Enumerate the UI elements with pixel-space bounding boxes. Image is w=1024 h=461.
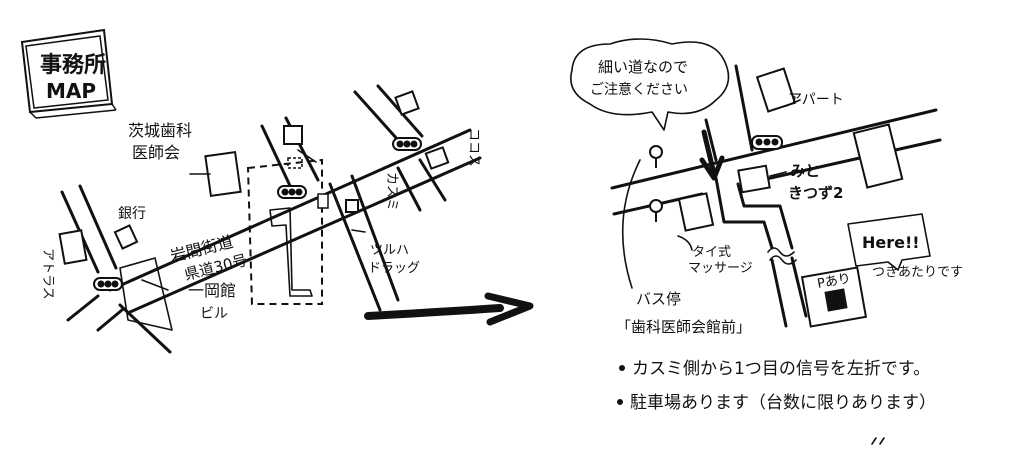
label-atoras: アトラス xyxy=(40,248,55,300)
traffic-light-icon xyxy=(93,277,123,291)
label-kasumi: カスミ xyxy=(384,172,399,211)
title-line1: 事務所 xyxy=(40,52,106,78)
left-map: 茨城歯科 医師会 銀行 アトラス 岩間街道 県道30号 一岡館 ビル カスミ コ… xyxy=(40,84,482,354)
label-bank: 銀行 xyxy=(118,206,146,222)
speech-line1: 細い道なので xyxy=(598,58,688,76)
label-parking: Pあり xyxy=(816,271,852,292)
label-ichiko-2: ビル xyxy=(200,306,228,322)
title-card: 事務所 MAP xyxy=(20,28,117,119)
traffic-light-icon xyxy=(277,185,307,199)
label-dead-end: つきあたりです xyxy=(872,265,963,280)
title-line2: MAP xyxy=(46,79,96,103)
bus-stop-icon xyxy=(649,145,663,168)
label-kitsune: きつず2 xyxy=(788,184,843,202)
right-map: 細い道なので ご注意ください xyxy=(570,38,963,336)
label-mito: みと xyxy=(790,162,820,180)
speech-line2: ご注意ください xyxy=(590,81,688,98)
label-bus-stop: バス停 xyxy=(636,290,681,308)
bullet-icon xyxy=(619,365,625,371)
down-arrow-icon xyxy=(699,129,725,181)
traffic-light-icon xyxy=(751,135,783,150)
label-dental-assoc-1: 茨城歯科 xyxy=(128,121,192,140)
bullet-icon xyxy=(617,399,623,405)
label-cocos: ココス xyxy=(466,128,481,167)
note-2: 駐車場あります（台数に限りあります） xyxy=(630,393,936,413)
note-1: カスミ側から1つ目の信号を左折です。 xyxy=(632,359,930,379)
traffic-light-icon xyxy=(392,137,422,151)
label-dental-assoc-2: 医師会 xyxy=(132,143,180,162)
label-tsuruha-2: ドラッグ xyxy=(368,261,420,276)
bus-stop-icon xyxy=(649,199,663,222)
label-thai-2: マッサージ xyxy=(688,261,753,276)
label-ichiko-1: 一岡館 xyxy=(188,281,236,300)
right-arrow-icon xyxy=(364,292,534,326)
label-apartment: アパート xyxy=(788,92,844,108)
notes: カスミ側から1つ目の信号を左折です。 駐車場あります（台数に限りあります） xyxy=(617,359,936,413)
label-tsuruha-1: ツルハ xyxy=(370,243,409,258)
here-bubble-text: Here!! xyxy=(862,233,920,252)
label-thai-1: タイ式 xyxy=(692,245,731,260)
label-bus-stop-name: 「歯科医師会館前」 xyxy=(616,318,751,336)
